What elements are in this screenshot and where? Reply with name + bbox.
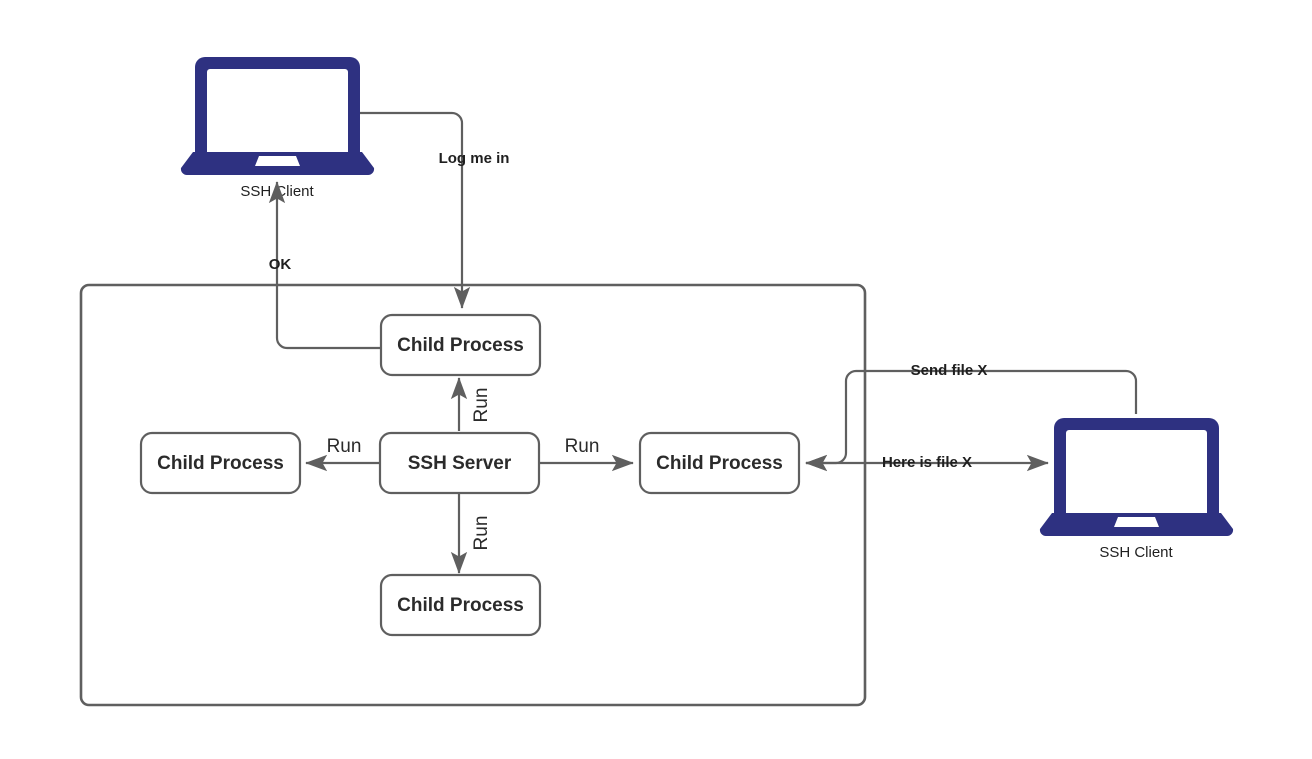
laptop-icon-top xyxy=(180,57,375,176)
node-child-process-bottom[interactable]: Child Process xyxy=(379,573,542,637)
edge-label-ok: OK xyxy=(269,256,292,273)
node-child-process-right-label: Child Process xyxy=(656,453,783,474)
edge-label-here-is-file-x: Here is file X xyxy=(882,454,972,471)
edge-label-log-me-in: Log me in xyxy=(439,150,510,167)
node-child-process-top-label: Child Process xyxy=(397,335,524,356)
node-child-process-top[interactable]: Child Process xyxy=(379,313,542,377)
edge-label-run-up: Run xyxy=(471,388,492,423)
edge-label-run-left: Run xyxy=(327,436,362,457)
laptop-icon-right xyxy=(1039,418,1234,537)
node-child-process-left[interactable]: Child Process xyxy=(139,431,302,495)
node-ssh-server[interactable]: SSH Server xyxy=(378,431,541,495)
node-child-process-right[interactable]: Child Process xyxy=(638,431,801,495)
laptop-right-label: SSH Client xyxy=(1099,544,1173,561)
node-ssh-server-label: SSH Server xyxy=(408,453,512,474)
edge-label-run-down: Run xyxy=(471,516,492,551)
ssh-server-boundary xyxy=(79,283,867,707)
edge-label-send-file-x: Send file X xyxy=(911,362,988,379)
edge-ok xyxy=(268,181,381,350)
edge-label-run-right: Run xyxy=(565,436,600,457)
node-child-process-bottom-label: Child Process xyxy=(397,595,524,616)
edge-log-me-in xyxy=(360,111,471,309)
node-child-process-left-label: Child Process xyxy=(157,453,284,474)
